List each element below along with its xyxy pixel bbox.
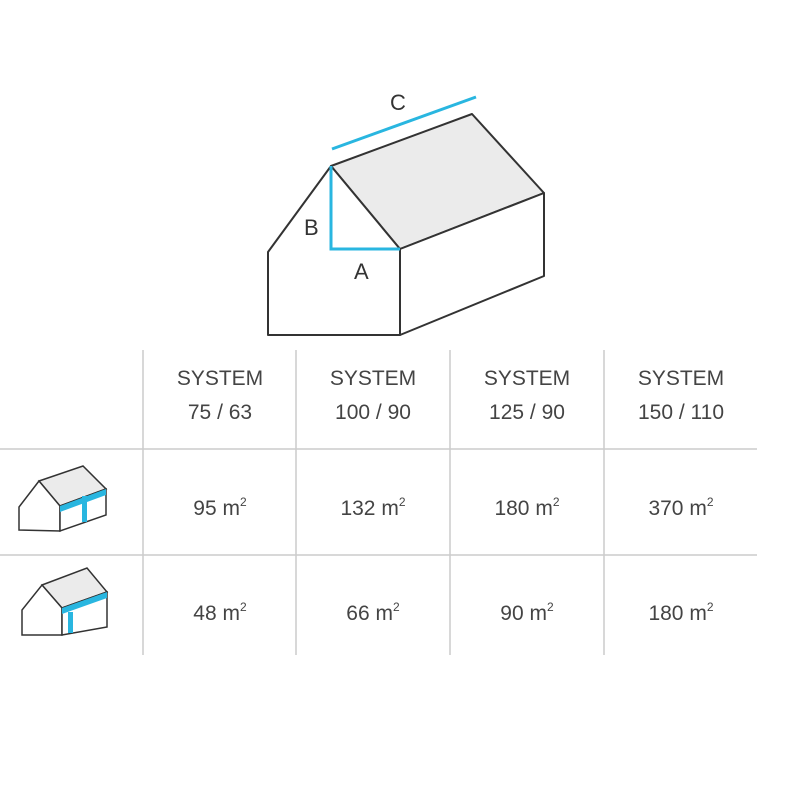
dimension-c	[331, 95, 477, 151]
dimension-a-b	[329, 166, 400, 251]
house-wall-near-front-icon	[21, 567, 109, 636]
table-cell: 48 m2	[193, 600, 247, 625]
table-cell: 95 m2	[193, 495, 247, 520]
house-wall-near-back-icon	[18, 465, 108, 533]
label-a: A	[354, 259, 369, 284]
table-cell: 180 m2	[494, 495, 560, 520]
label-c: C	[390, 90, 406, 115]
table-grid	[0, 350, 757, 655]
table-cell: 90 m2	[500, 600, 554, 625]
table-cell: 370 m2	[648, 495, 714, 520]
table-cell: 132 m2	[340, 495, 406, 520]
table-cell: 180 m2	[648, 600, 714, 625]
label-b: B	[304, 215, 319, 240]
table-cell: 66 m2	[346, 600, 400, 625]
